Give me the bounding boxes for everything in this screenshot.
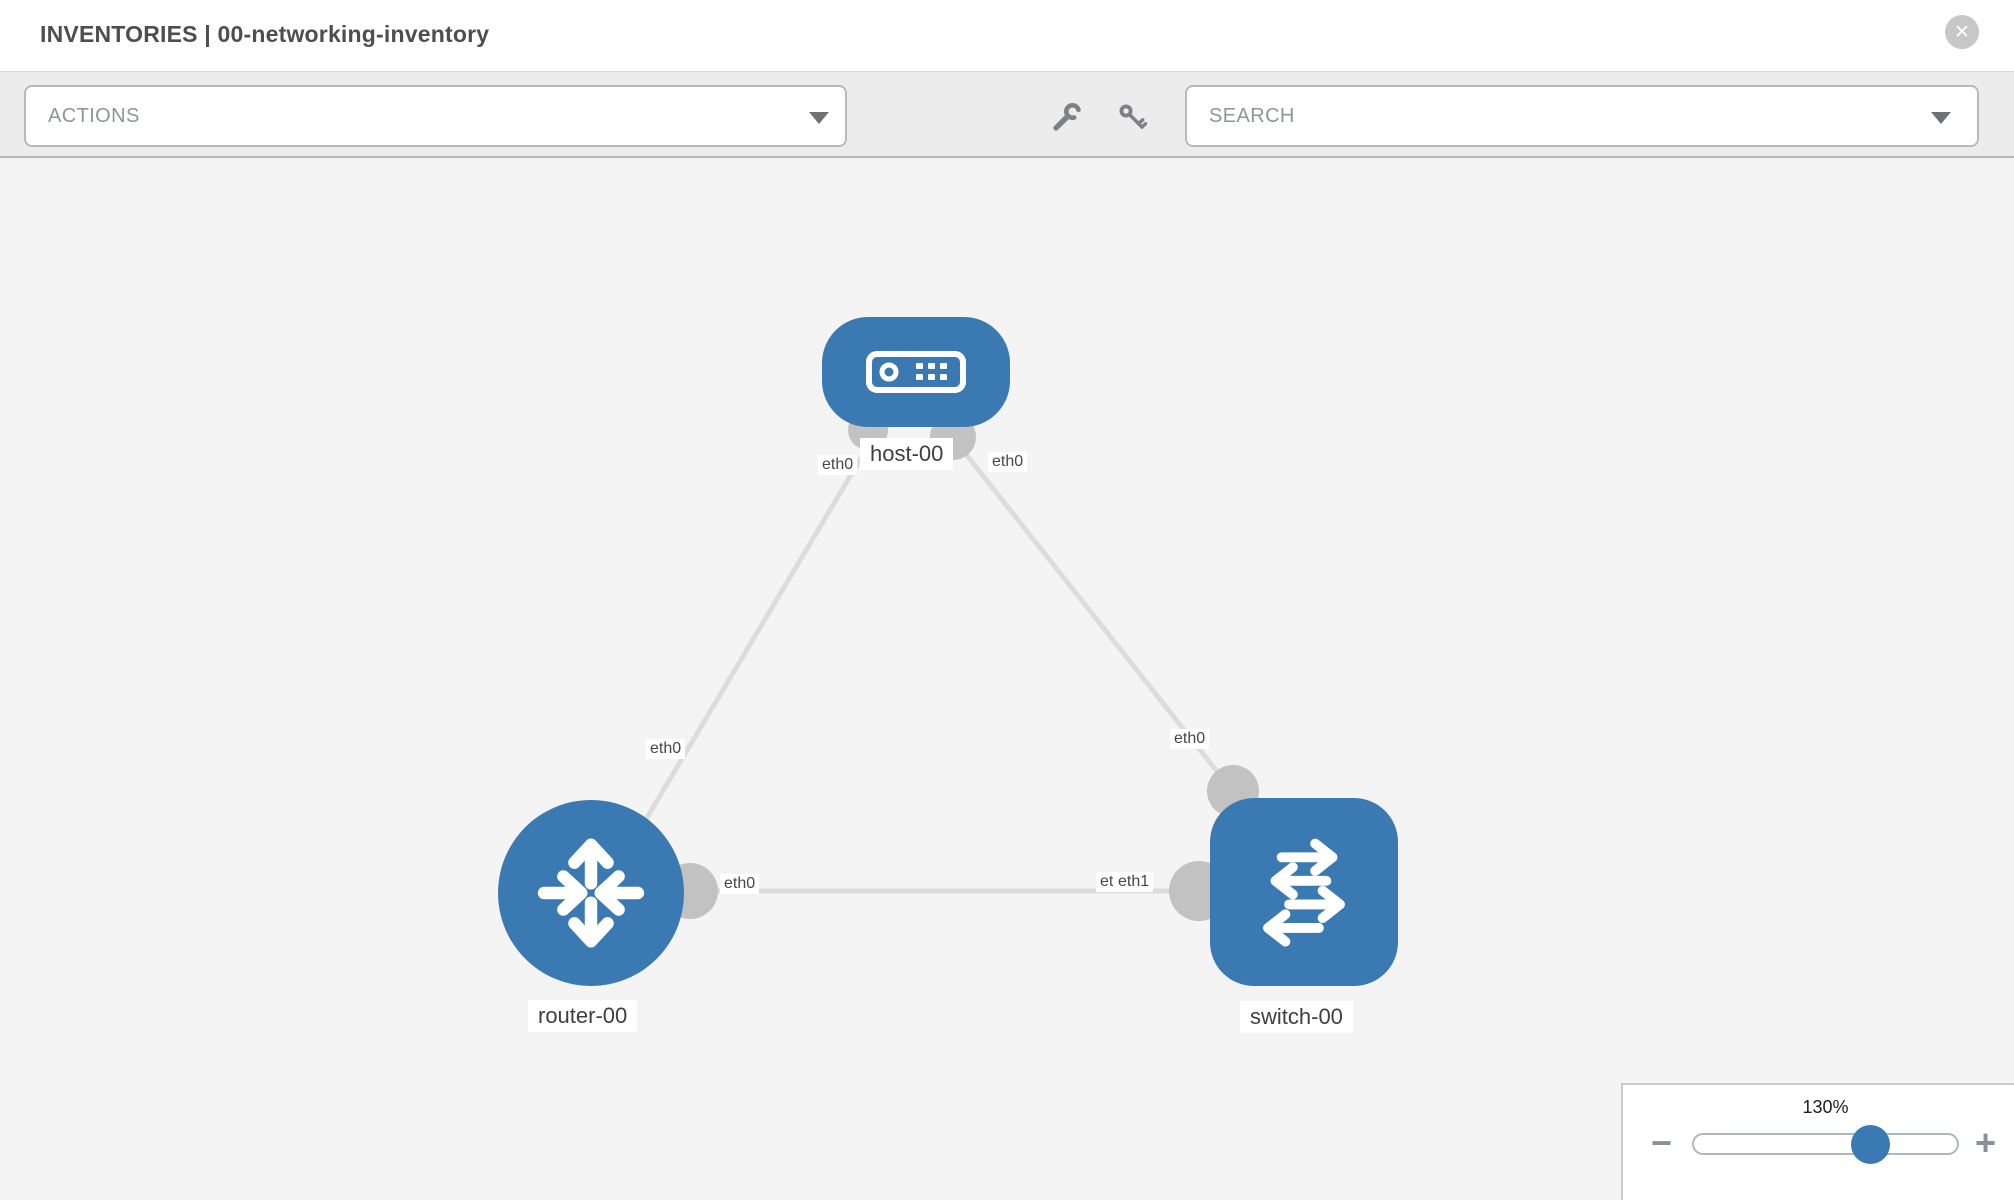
- header: INVENTORIES | 00-networking-inventory ✕: [0, 0, 2014, 72]
- if-label-switch-eth1: eth1: [1114, 872, 1154, 892]
- wrench-icon[interactable]: [1051, 101, 1083, 133]
- if-label-host-eth0-right: eth0: [988, 452, 1028, 472]
- key-icon[interactable]: [1117, 101, 1149, 133]
- close-icon[interactable]: ✕: [1945, 15, 1979, 49]
- actions-dropdown[interactable]: ACTIONS: [24, 85, 847, 147]
- toolbar: ACTIONS SEARCH: [0, 72, 2014, 158]
- page-title: INVENTORIES | 00-networking-inventory: [40, 21, 490, 47]
- search-dropdown-label: SEARCH: [1209, 104, 1295, 127]
- if-label-host-eth0-left: eth0: [818, 455, 858, 475]
- zoom-control-panel: 130% − +: [1621, 1083, 2014, 1200]
- router-icon: [537, 838, 645, 948]
- close-glyph: ✕: [1954, 21, 1970, 43]
- chevron-down-icon: [809, 112, 829, 124]
- node-label-router-00: router-00: [528, 1000, 638, 1032]
- zoom-slider-thumb[interactable]: [1851, 1125, 1890, 1164]
- zoom-out-button[interactable]: −: [1651, 1122, 1673, 1163]
- node-host-00[interactable]: [822, 317, 1010, 427]
- links-layer: [591, 410, 1304, 921]
- zoom-level-value: 130%: [1802, 1097, 1849, 1117]
- if-label-router-eth0-top: eth0: [646, 739, 686, 759]
- node-router-00[interactable]: [498, 800, 684, 986]
- topology-canvas[interactable]: host-00 router-00 switch-00 eth0 eth0 et…: [0, 158, 2014, 1200]
- switch-icon: [1263, 838, 1345, 947]
- if-label-router-eth0-right: eth0: [720, 874, 760, 894]
- node-label-host-00: host-00: [860, 438, 954, 470]
- zoom-in-button[interactable]: +: [1975, 1122, 1997, 1163]
- node-label-switch-00: switch-00: [1240, 1001, 1353, 1033]
- actions-dropdown-label: ACTIONS: [48, 104, 140, 127]
- node-switch-00[interactable]: [1210, 798, 1398, 986]
- zoom-slider-track[interactable]: [1692, 1125, 1959, 1164]
- chevron-down-icon: [1931, 112, 1951, 124]
- search-dropdown[interactable]: SEARCH: [1185, 85, 1979, 147]
- if-label-switch-eth0-top: eth0: [1170, 729, 1210, 749]
- host-icon: [866, 351, 966, 393]
